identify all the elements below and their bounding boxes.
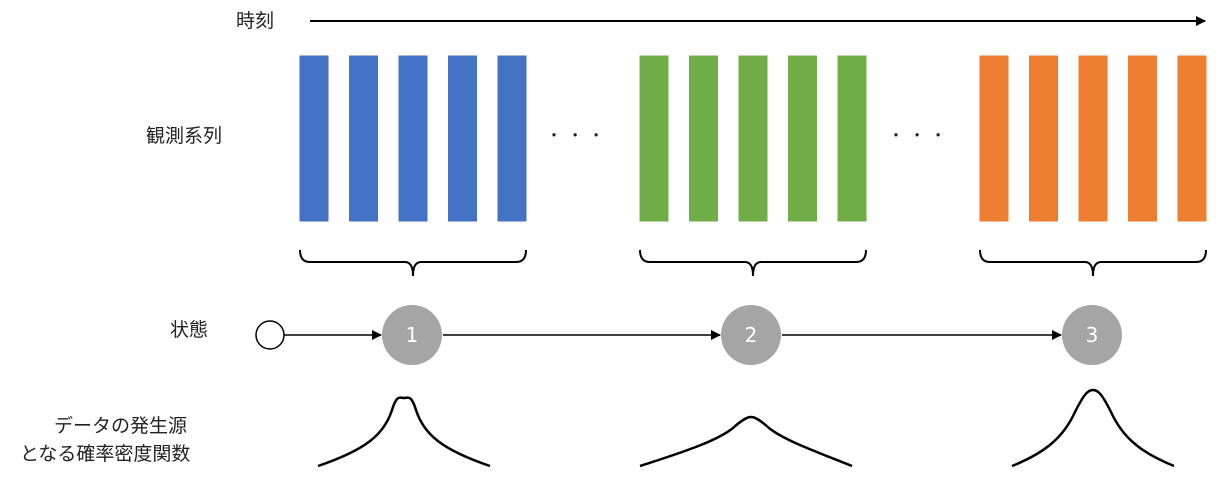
- state-node-3: [1062, 305, 1122, 365]
- time-label: 時刻: [236, 10, 275, 32]
- state-number-3: 3: [1086, 323, 1099, 347]
- observation-bar-group2-2: [689, 55, 718, 222]
- density-label-line1: データの発生源: [54, 415, 188, 437]
- group-braces: [299, 249, 1207, 277]
- observation-bar-group3-2: [1029, 55, 1058, 222]
- state-number-1: 1: [406, 323, 419, 347]
- ellipsis-1: ・ ・ ・: [546, 126, 605, 145]
- observation-bar-group3-5: [1177, 55, 1207, 222]
- ellipsis-2: ・ ・ ・: [888, 126, 947, 145]
- density-label-line2: となる確率密度関数: [20, 443, 191, 465]
- initial-state-circle: [255, 320, 285, 350]
- observation-bar-group2-5: [837, 55, 867, 222]
- state-label: 状態: [170, 319, 209, 341]
- group-brace-3: [979, 249, 1207, 277]
- density-curve-2: [639, 415, 853, 468]
- state-nodes: 1 2 3: [382, 305, 1122, 365]
- observation-bar-group2-3: [738, 55, 768, 222]
- observation-bar-group1-1: [299, 55, 329, 222]
- observation-bar-group1-4: [448, 55, 477, 222]
- observation-bars: [299, 55, 1207, 222]
- observation-bar-group3-1: [979, 55, 1009, 222]
- observation-bar-group3-4: [1128, 55, 1157, 222]
- state-node-1: [382, 305, 442, 365]
- observation-sequence-label: 観測系列: [146, 125, 223, 147]
- group-brace-1: [299, 249, 527, 277]
- observation-bar-group3-3: [1078, 55, 1108, 222]
- density-curve-3: [1011, 388, 1175, 468]
- state-number-2: 2: [745, 323, 758, 347]
- density-curve-1: [317, 396, 491, 468]
- observation-bar-group1-2: [349, 55, 378, 222]
- observation-bar-group2-4: [788, 55, 817, 222]
- state-node-2: [721, 305, 781, 365]
- observation-bar-group2-1: [639, 55, 669, 222]
- group-brace-2: [639, 249, 867, 277]
- observation-bar-group1-5: [497, 55, 527, 222]
- observation-bar-group1-3: [398, 55, 428, 222]
